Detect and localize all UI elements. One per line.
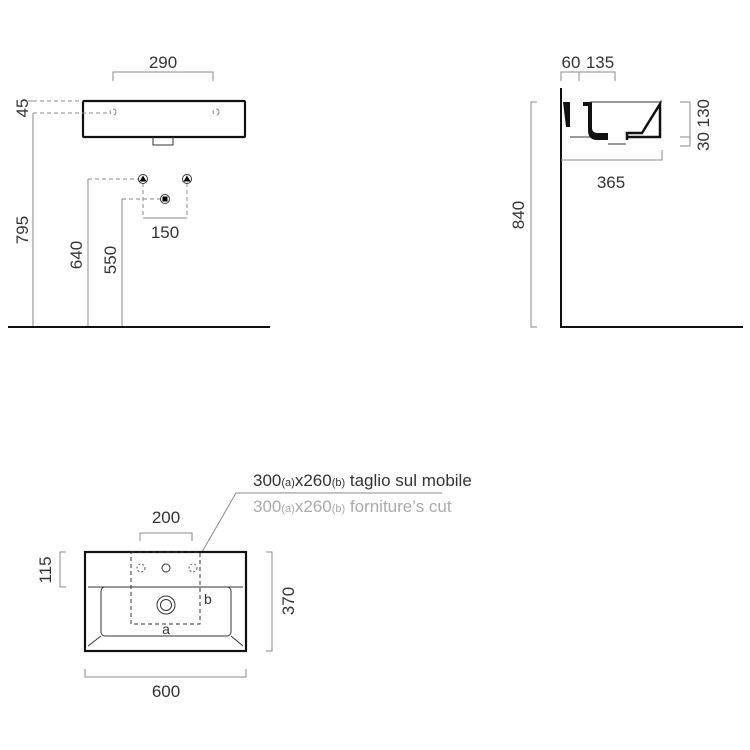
overflow-outlet	[152, 137, 174, 146]
optional-hole-icon	[136, 563, 146, 573]
dash-lines	[88, 178, 188, 218]
dim-bracket-115	[59, 551, 66, 588]
drain-icon	[160, 194, 170, 204]
basin-front	[81, 99, 247, 139]
dim-width-label: 290	[149, 53, 177, 72]
label-b: b	[204, 591, 212, 607]
dim-bracket-290	[112, 71, 214, 81]
supply-valve-icon	[182, 174, 192, 184]
dim-bracket-370	[266, 551, 273, 652]
dim-lines	[87, 179, 187, 327]
drain-icon	[156, 595, 176, 615]
dim-right-label: 30 130	[694, 99, 713, 151]
label-a: a	[162, 621, 170, 637]
plan-view: 300(a)x260(b) taglio sul mobile 300(a)x2…	[36, 471, 472, 701]
leader-line	[201, 492, 442, 553]
dim-ledge-label: 115	[36, 556, 55, 583]
tap-hole-icon	[161, 563, 171, 573]
dim-height-label: 795	[13, 216, 32, 244]
dim-b-label: 135	[586, 53, 614, 72]
basin-profile	[563, 99, 662, 145]
dim-bracket-200	[139, 532, 193, 541]
dim-drain-label: 550	[101, 246, 120, 274]
dim-spacing-label: 150	[151, 223, 179, 242]
hole-icon	[212, 108, 220, 116]
dim-top-label: 45	[13, 99, 32, 118]
basin-bowl	[100, 586, 232, 637]
dim-width-label: 600	[152, 682, 180, 701]
dim-a-label: 60	[562, 53, 581, 72]
cut-note-en: 300(a)x260(b) forniture’s cut	[253, 497, 452, 516]
dim-height-label: 840	[509, 201, 528, 229]
dim-bracket-840	[530, 101, 537, 328]
dim-bracket-right	[680, 101, 691, 147]
supply-valve-icon	[138, 174, 148, 184]
basin-outline	[83, 550, 248, 653]
front-view: 290 45 795 150 640 550	[8, 53, 270, 328]
side-view: 60 135 840 365 30 130	[509, 53, 743, 328]
dim-line-795	[28, 100, 36, 327]
optional-hole-icon	[188, 563, 198, 573]
dim-bracket-365	[561, 150, 663, 161]
cut-note-it: 300(a)x260(b) taglio sul mobile	[253, 471, 472, 490]
dim-bracket-600	[84, 669, 247, 678]
dim-bracket-top	[560, 71, 616, 81]
cut-outline	[130, 551, 201, 625]
wall-and-floor	[560, 88, 743, 328]
dim-holes-label: 200	[152, 508, 180, 527]
dim-depth-label: 365	[597, 173, 625, 192]
dim-supply-label: 640	[67, 241, 86, 269]
dim-depth-label: 370	[279, 587, 298, 615]
hole-icon	[109, 108, 117, 116]
